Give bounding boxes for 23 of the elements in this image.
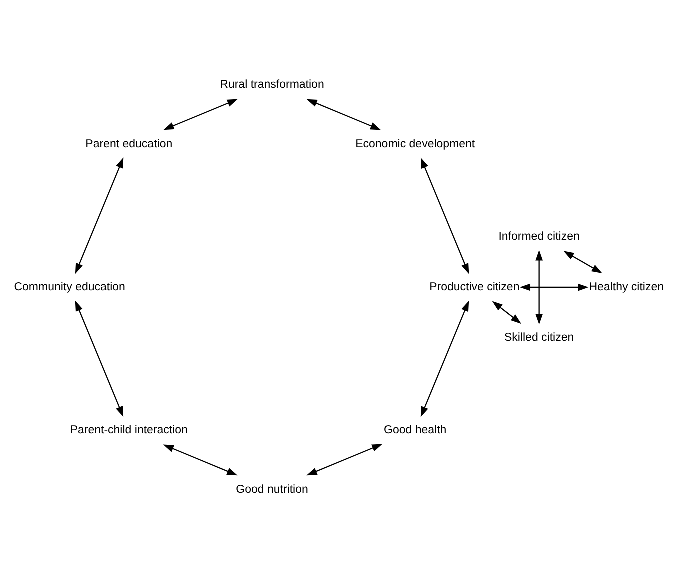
node-text: Community education bbox=[14, 281, 126, 294]
arrow bbox=[163, 444, 238, 476]
node-text: Informed citizen bbox=[498, 230, 580, 243]
arrow bbox=[536, 250, 543, 324]
node-text: Healthy citizen bbox=[589, 281, 664, 294]
arrow bbox=[164, 98, 238, 130]
arrow bbox=[492, 300, 522, 324]
arrow bbox=[75, 300, 124, 417]
arrow bbox=[75, 157, 124, 274]
arrow bbox=[306, 444, 383, 476]
node-text: Rural transformation bbox=[220, 78, 324, 91]
arrow bbox=[564, 250, 602, 274]
arrow bbox=[306, 98, 382, 130]
arrow bbox=[420, 157, 470, 274]
node-text: Productive citizen bbox=[430, 281, 520, 294]
node-text: Economic development bbox=[356, 138, 476, 150]
node-text: Good health bbox=[384, 424, 447, 436]
node-text: Good nutrition bbox=[236, 483, 308, 496]
node-text: Parent education bbox=[86, 138, 173, 150]
node-text: Skilled citizen bbox=[504, 331, 574, 344]
arrow bbox=[420, 300, 470, 417]
node-text: Parent-child interaction bbox=[70, 424, 188, 436]
arrow bbox=[520, 283, 589, 291]
